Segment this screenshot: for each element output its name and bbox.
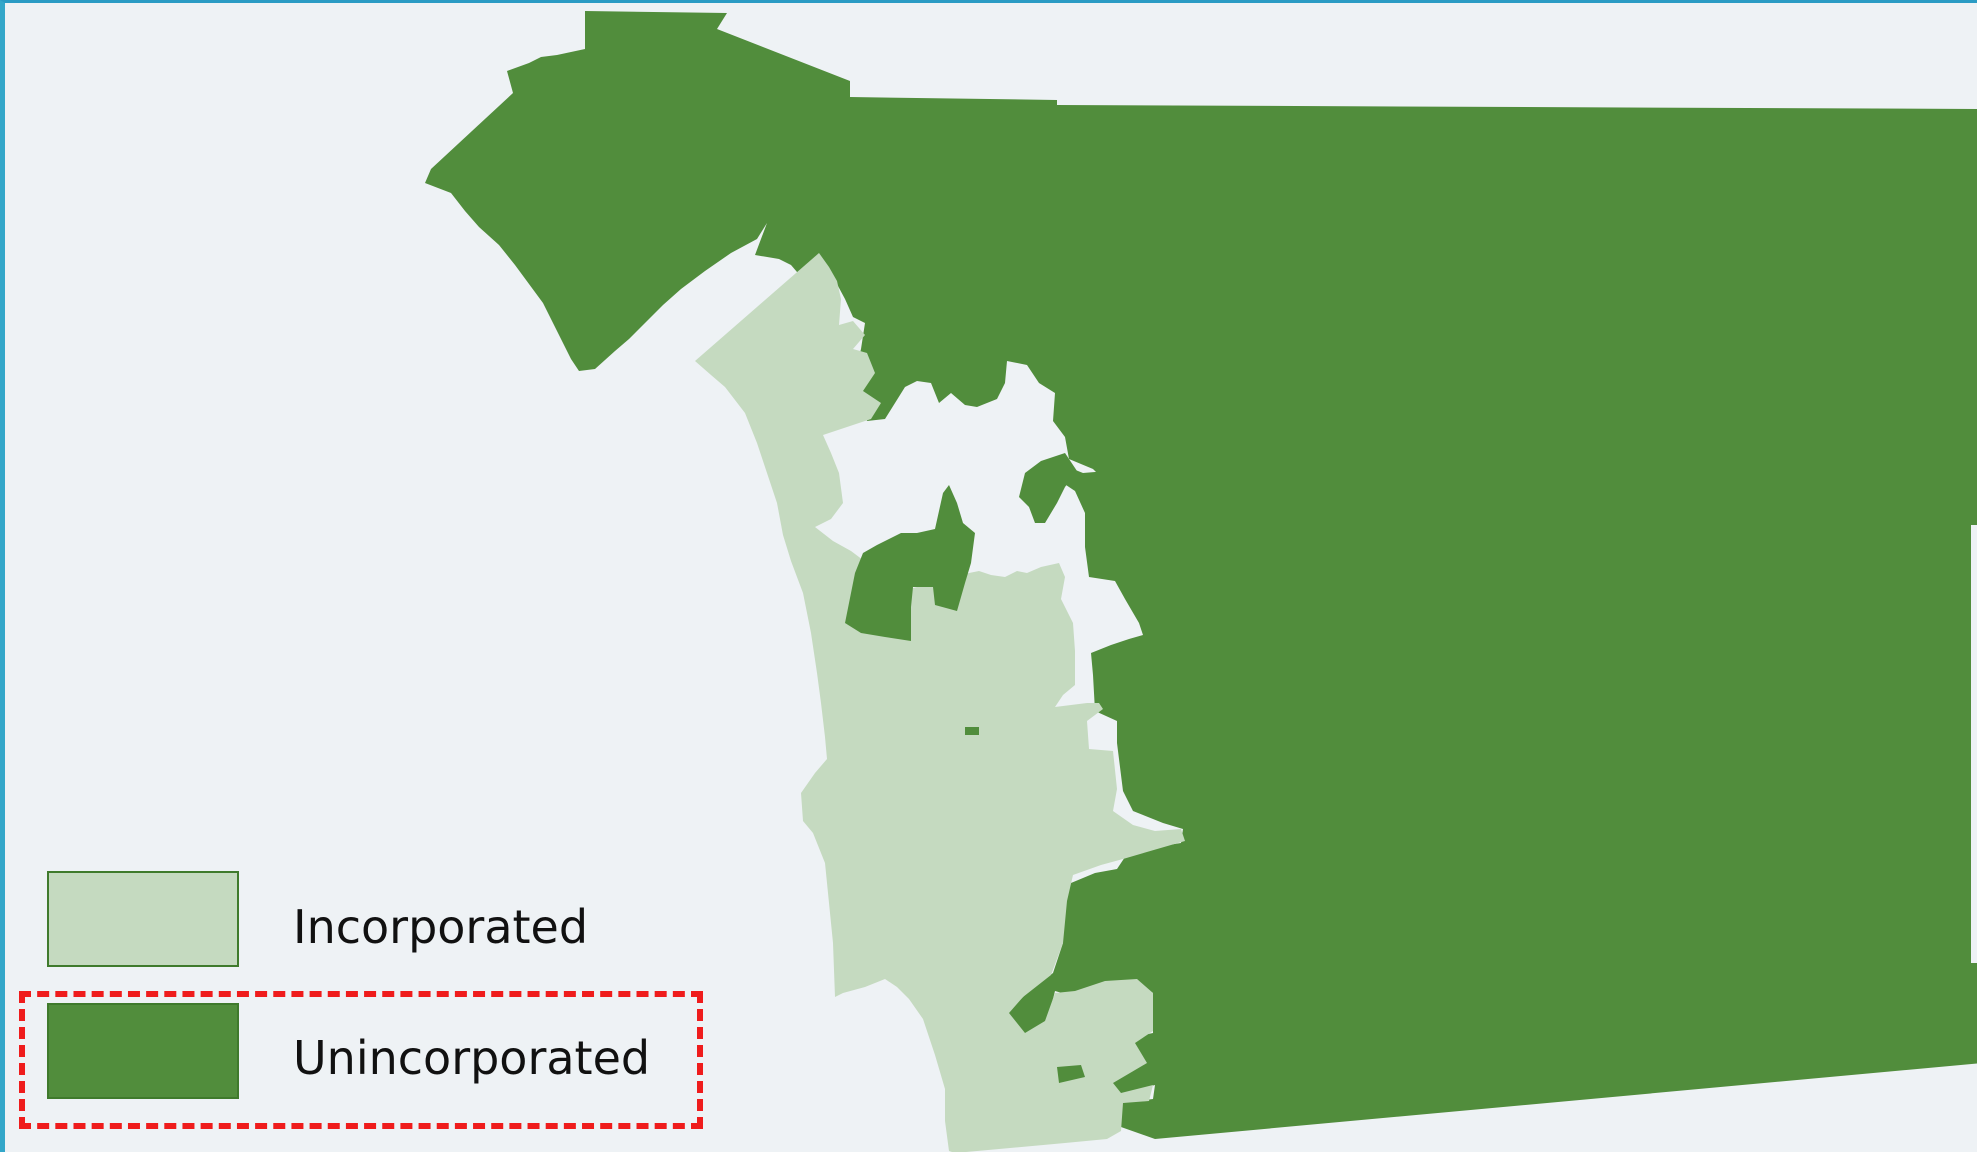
- unincorporated-enclave-3: [965, 727, 979, 735]
- unincorporated-enclave-2: [1019, 453, 1077, 523]
- legend-swatch-incorporated: [47, 871, 239, 967]
- county-map: [425, 11, 1977, 1152]
- legend-highlight-box: [19, 991, 703, 1129]
- incorporated-region: [695, 253, 1185, 1152]
- unincorporated-enclave-4: [1057, 1065, 1085, 1083]
- legend-label-incorporated: Incorporated: [293, 900, 589, 954]
- unincorporated-enclave: [845, 485, 975, 641]
- legend-label-unincorporated: Unincorporated: [293, 1031, 651, 1085]
- unincorporated-region: [425, 11, 1977, 1139]
- legend-swatch-unincorporated: [47, 1003, 239, 1099]
